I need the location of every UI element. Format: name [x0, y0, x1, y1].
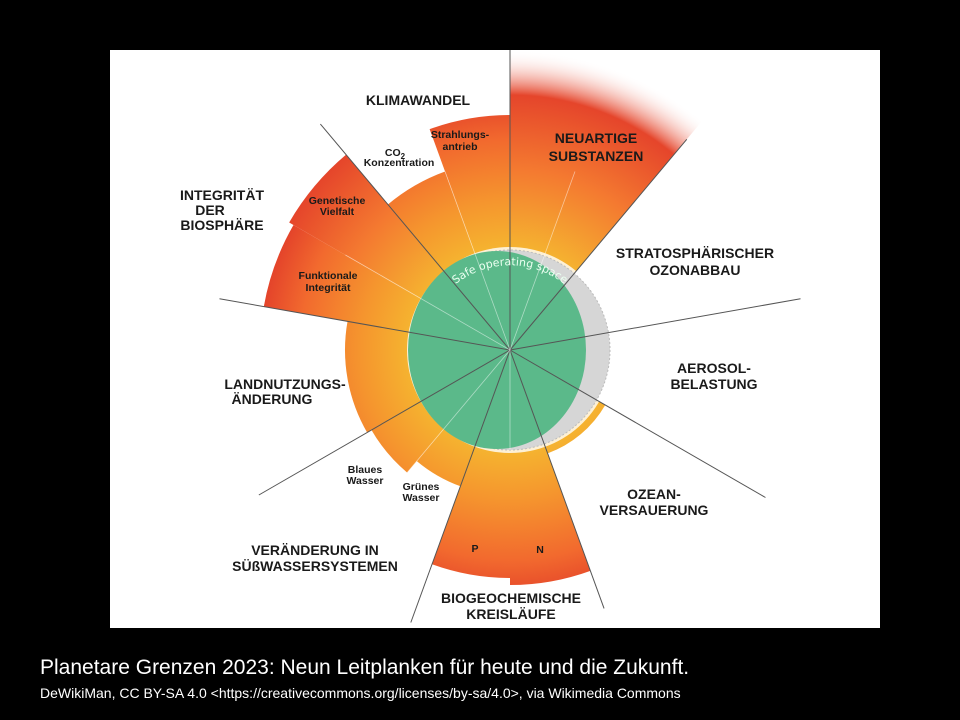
sector-divider-line — [509, 349, 766, 498]
label-landnutzung: LANDNUTZUNGS-ÄNDERUNG — [224, 376, 346, 407]
sector-divider-line — [509, 139, 688, 351]
sector-divider-line — [410, 349, 511, 623]
label-ozeanversauerung: OZEAN-VERSAUERUNG — [600, 486, 709, 518]
sector-divider-line — [509, 349, 605, 609]
diagram-panel: Safe operating space KLIMAWANDEL NEUARTI… — [110, 50, 880, 628]
sector-divider-line — [509, 298, 801, 351]
sub-sector-divider-line — [387, 349, 511, 496]
safe-operating-space-globe — [408, 251, 586, 449]
sublabel-phosphor: P — [471, 543, 478, 555]
sub-sector-divider-line — [444, 171, 511, 351]
sector-divider-line — [258, 349, 511, 496]
sector-divider-line — [319, 123, 511, 351]
sector-dividers — [219, 50, 801, 623]
caption-title: Planetare Grenzen 2023: Neun Leitplanken… — [40, 656, 690, 679]
sublabel-stickstoff: N — [536, 544, 544, 556]
planetary-boundaries-diagram: Safe operating space KLIMAWANDEL NEUARTI… — [180, 50, 801, 623]
sub-sector-divider-line — [345, 254, 511, 351]
label-aerosol: AEROSOL-BELASTUNG — [670, 360, 757, 392]
label-klimawandel: KLIMAWANDEL — [366, 92, 471, 108]
caption-credit: DeWikiMan, CC BY-SA 4.0 <https://creativ… — [40, 685, 681, 701]
sub-sector-divider-line — [509, 171, 576, 351]
sublabel-strahlungsantrieb: Strahlungs-antrieb — [431, 129, 490, 153]
sector-divider-line — [219, 298, 511, 351]
